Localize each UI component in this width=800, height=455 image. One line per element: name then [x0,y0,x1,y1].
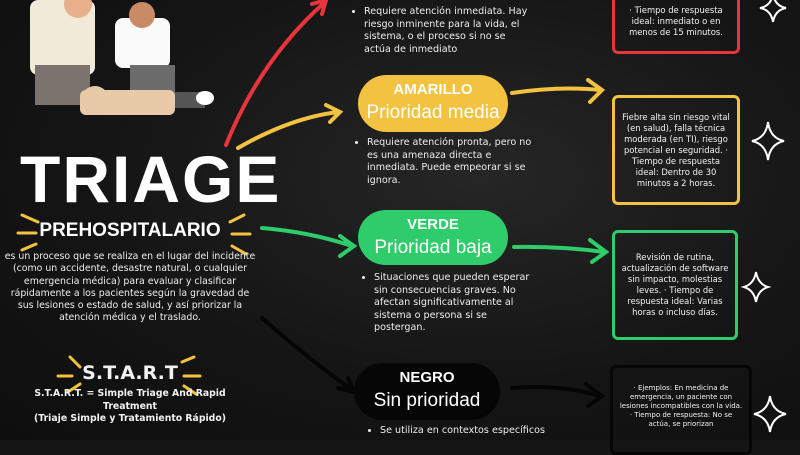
start-line2: (Triaje Simple y Tratamiento Rápido) [34,413,226,424]
verde-box-text: Revisión de rutina, actualización de sof… [621,252,729,317]
negro-text: Se utiliza en contextos específicos [380,425,568,438]
start-title: S.T.A.R.T [82,362,178,384]
verde-label: VERDE [407,216,459,233]
amarillo-priority: Prioridad media [366,102,500,123]
amarillo-box: Fiebre alta sin riesgo vital (en salud),… [612,95,740,205]
negro-box: · Ejemplos: En medicina de emergencia, u… [610,365,752,455]
negro-pill: NEGRO Sin prioridad [354,363,500,420]
start-line1: S.T.A.R.T. = Simple Triage And Rapid Tre… [34,388,226,412]
arrow-black-right [510,382,606,408]
sparkles [16,213,252,396]
amarillo-text: Requiere atención pronta, pero no es una… [367,137,540,187]
red-description: Requiere atención inmediata. Hay riesgo … [352,6,532,56]
negro-label: NEGRO [399,369,455,386]
red-box-text: · Tiempo de respuesta ideal: inmediato o… [629,5,723,37]
arrows-layer [16,0,787,433]
red-box: · Tiempo de respuesta ideal: inmediato o… [612,0,740,54]
arrow-red [224,0,329,147]
verde-description: Situaciones que pueden esperar sin conse… [362,272,532,335]
arrow-yellow-right [510,78,606,104]
arrow-yellow-left [236,103,344,150]
arrow-green-right [512,238,610,264]
amarillo-label: AMARILLO [393,81,473,98]
page-subtitle: PREHOSPITALARIO [39,220,221,241]
verde-text: Situaciones que pueden esperar sin conse… [374,272,532,335]
rescuer-1 [30,0,95,75]
negro-description: Se utiliza en contextos específicos [368,425,568,438]
amarillo-description: Requiere atención pronta, pero no es una… [355,137,540,187]
amarillo-box-text: Fiebre alta sin riesgo vital (en salud),… [622,111,730,188]
page-title: TRIAGE [20,142,282,216]
start-definition: S.T.A.R.T. = Simple Triage And Rapid Tre… [10,388,250,426]
amarillo-pill: AMARILLO Prioridad media [358,75,508,132]
arrow-black-left [260,316,358,395]
negro-priority: Sin prioridad [373,390,481,411]
star-icons [740,0,787,433]
illustration-cpr [30,0,214,115]
rescuer-2 [115,18,170,68]
negro-box-text: · Ejemplos: En medicina de emergencia, u… [619,384,743,428]
verde-box: Revisión de rutina, actualización de sof… [612,230,738,340]
description: es un proceso que se realiza en el lugar… [4,251,256,324]
verde-pill: VERDE Prioridad baja [358,210,508,265]
red-text: Requiere atención inmediata. Hay riesgo … [364,6,532,56]
verde-priority: Prioridad baja [374,237,492,258]
arrow-green-left [260,226,358,258]
